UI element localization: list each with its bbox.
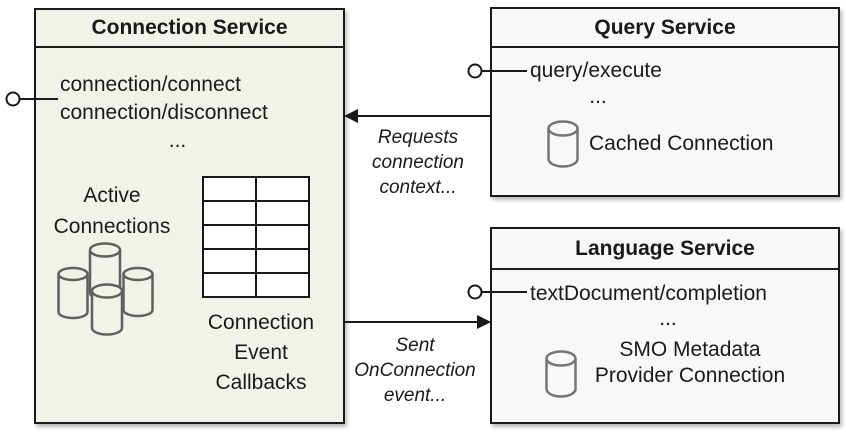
connection-event-callbacks-label: Connection Event Callbacks xyxy=(207,311,315,394)
methods-ellipsis: ... xyxy=(168,129,187,152)
callback-table-grid-icon xyxy=(202,176,310,298)
cached-connection-label: Cached Connection xyxy=(589,132,774,155)
connection-service-box: Connection Service connection/connect co… xyxy=(34,8,345,424)
method-connection-connect: connection/connect xyxy=(60,73,241,96)
query-service-box: Query Service query/execute ... Cached C… xyxy=(490,7,840,197)
method-connection-disconnect: connection/disconnect xyxy=(60,101,268,124)
connection-service-methods: connection/connect connection/disconnect… xyxy=(60,71,295,155)
language-service-box: Language Service textDocument/completion… xyxy=(490,227,840,424)
methods-ellipsis: ... xyxy=(589,85,607,108)
connection-service-title: Connection Service xyxy=(36,10,343,48)
requests-connection-arrow xyxy=(344,109,490,123)
language-service-methods: textDocument/completion ... xyxy=(530,280,806,330)
method-textdocument-completion: textDocument/completion xyxy=(530,282,767,305)
query-service-methods: query/execute ... xyxy=(530,57,666,109)
sent-onconnection-event-label: Sent OnConnection event... xyxy=(354,335,476,406)
database-icon xyxy=(545,350,577,398)
method-query-execute: query/execute xyxy=(530,59,662,82)
smo-metadata-provider-connection-label: SMO Metadata Provider Connection xyxy=(594,338,786,387)
query-service-title: Query Service xyxy=(492,9,838,48)
active-connections-label: Active Connections xyxy=(53,184,171,238)
database-icon xyxy=(547,120,579,168)
methods-ellipsis: ... xyxy=(659,307,677,330)
language-service-title: Language Service xyxy=(492,229,838,270)
database-cluster-icon xyxy=(57,242,154,336)
requests-connection-context-label: Requests connection context... xyxy=(372,127,464,198)
onconnection-event-arrow xyxy=(345,315,491,329)
